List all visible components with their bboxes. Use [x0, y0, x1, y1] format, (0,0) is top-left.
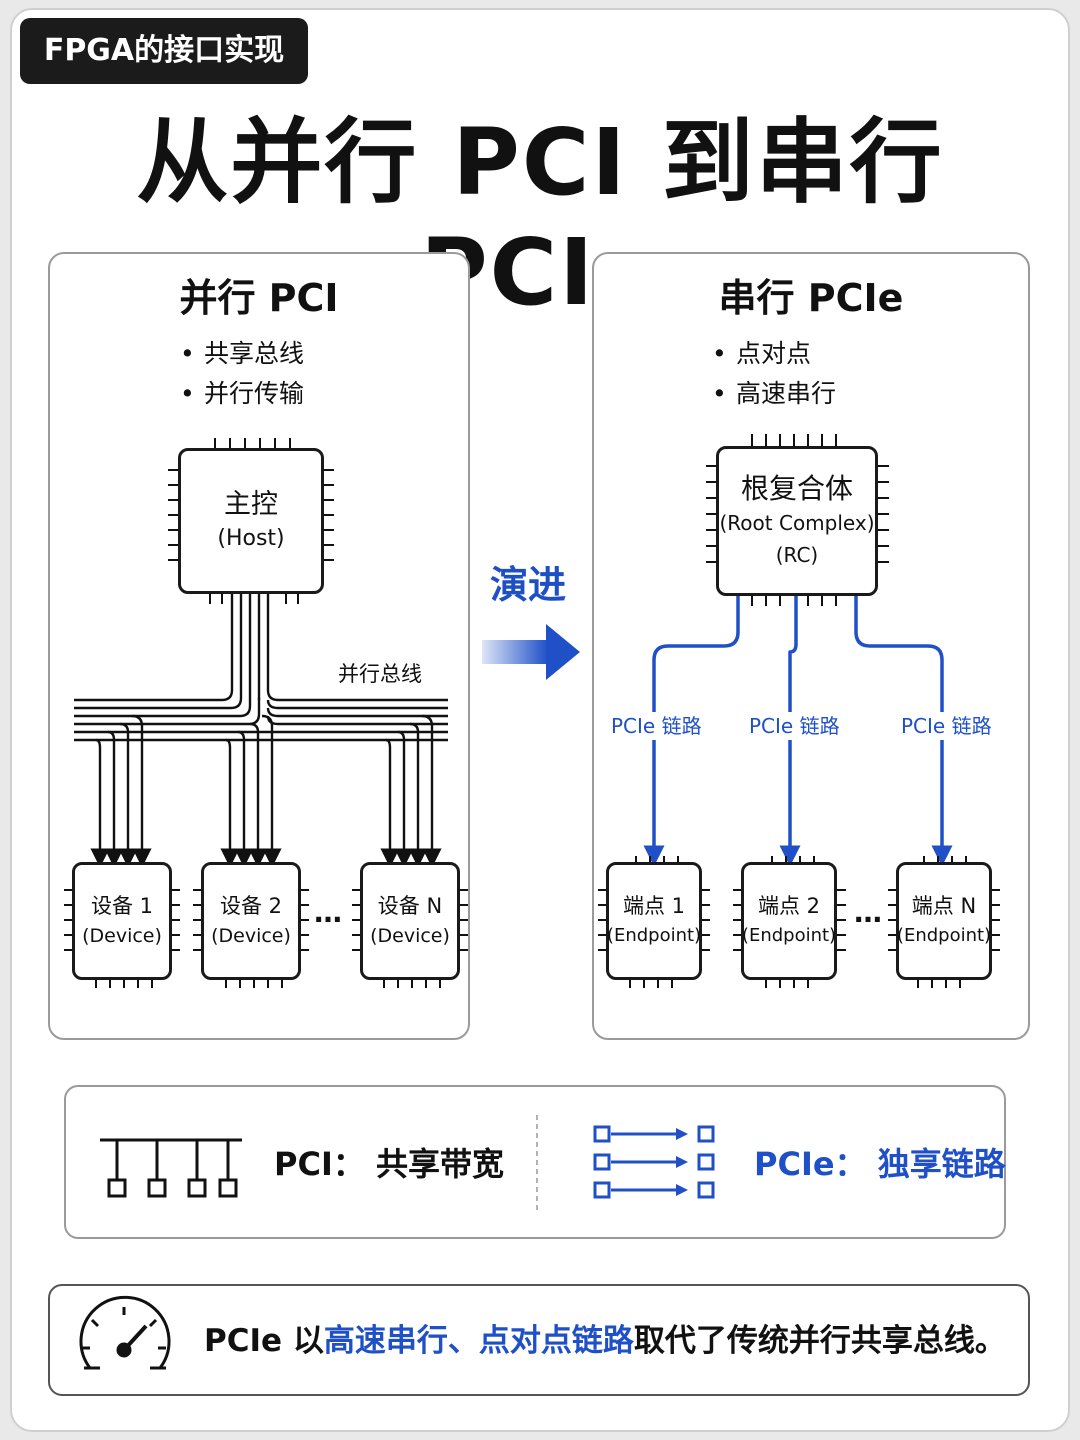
pci-panel-title: 并行 PCI	[179, 276, 339, 320]
endpoint-sub: (Endpoint)	[741, 925, 837, 946]
pcie-panel-title: 串行 PCIe	[718, 276, 904, 320]
pcie-feature-item: 高速串行	[712, 374, 836, 414]
summary-part: PCIe 以	[204, 1323, 324, 1359]
pci-feature-list: 共享总线 并行传输	[180, 334, 304, 414]
pcie-link-label: PCIe 链路	[746, 712, 843, 740]
root-complex-chip: 根复合体 (Root Complex) (RC)	[716, 446, 878, 596]
summary-highlight: 高速串行、点对点链路	[323, 1323, 634, 1359]
device-chip: 设备 2 (Device)	[201, 862, 301, 980]
device-sub: (Device)	[82, 925, 162, 947]
device-chip: 设备 N (Device)	[360, 862, 460, 980]
endpoint-chip: 端点 2 (Endpoint)	[741, 862, 837, 980]
category-tag: FPGA的接口实现	[20, 18, 308, 84]
device-ellipsis: …	[314, 896, 342, 929]
endpoint-sub: (Endpoint)	[606, 925, 702, 946]
endpoint-name: 端点 1	[622, 894, 686, 918]
device-pins	[64, 889, 468, 988]
evolve-label: 演进	[489, 563, 566, 607]
host-name: 主控	[224, 489, 278, 520]
root-sub: (Root Complex)	[719, 511, 875, 535]
pcie-comparison-text: PCIe： 独享链路	[754, 1145, 1006, 1183]
device-name: 设备 1	[90, 894, 154, 918]
device-name: 设备 2	[219, 894, 283, 918]
summary-box	[48, 1284, 1030, 1396]
pcie-link-label: PCIe 链路	[898, 712, 995, 740]
summary-text: PCIe 以高速串行、点对点链路取代了传统并行共享总线。	[204, 1318, 1006, 1364]
pci-feature-item: 共享总线	[180, 334, 304, 374]
endpoint-name: 端点 2	[757, 894, 821, 918]
parallel-bus-label: 并行总线	[338, 662, 422, 686]
comparison-box	[64, 1085, 1006, 1239]
endpoint-chip: 端点 1 (Endpoint)	[606, 862, 702, 980]
pcie-link-label: PCIe 链路	[608, 712, 705, 740]
host-pins	[168, 438, 334, 604]
parallel-bus	[74, 592, 448, 868]
pcie-links	[643, 594, 953, 867]
device-sub: (Device)	[370, 925, 450, 947]
device-sub: (Device)	[211, 925, 291, 947]
endpoint-sub: (Endpoint)	[896, 925, 992, 946]
root-pins	[706, 434, 889, 606]
endpoint-name: 端点 N	[911, 894, 977, 918]
endpoint-pins	[598, 856, 1000, 988]
host-chip: 主控 (Host)	[178, 448, 324, 594]
speedometer-icon	[79, 1295, 171, 1370]
pcie-feature-item: 点对点	[712, 334, 836, 374]
host-sub: (Host)	[217, 526, 285, 551]
pcie-feature-list: 点对点 高速串行	[712, 334, 836, 414]
summary-part: 取代了传统并行共享总线。	[633, 1323, 1006, 1359]
device-chip: 设备 1 (Device)	[72, 862, 172, 980]
evolve-arrow	[482, 624, 580, 680]
device-name: 设备 N	[377, 894, 443, 918]
endpoint-chip: 端点 N (Endpoint)	[896, 862, 992, 980]
shared-bus-icon	[100, 1138, 242, 1198]
root-name: 根复合体	[740, 472, 853, 505]
pci-feature-item: 并行传输	[180, 374, 304, 414]
root-abbr: (RC)	[775, 543, 819, 567]
pci-comparison-text: PCI： 共享带宽	[274, 1145, 504, 1183]
endpoint-ellipsis: …	[854, 896, 882, 929]
dedicated-links-icon	[593, 1125, 715, 1199]
